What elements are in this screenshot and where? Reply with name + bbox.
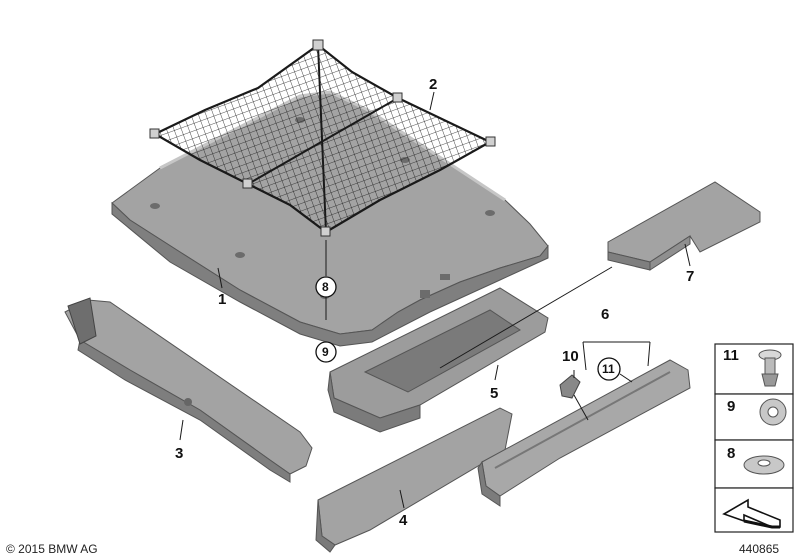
callout-labels: 1 2 3 4 5 6 7 10 xyxy=(175,76,694,529)
leader-lines xyxy=(179,91,691,509)
loading-sill-trim xyxy=(477,359,691,507)
callout-11-circled: 11 xyxy=(602,362,615,376)
push-rivet-icon xyxy=(758,349,782,387)
callout-10: 10 xyxy=(562,348,579,365)
circled-callouts: 8 9 11 xyxy=(315,276,621,381)
legend-label-11: 11 xyxy=(723,347,739,364)
legend-label-9: 9 xyxy=(727,398,735,415)
washer-clip-icon xyxy=(743,455,785,475)
callout-8-circled: 8 xyxy=(322,280,329,294)
callout-3: 3 xyxy=(175,445,183,462)
storage-pad xyxy=(607,181,761,271)
callout-6: 6 xyxy=(601,306,609,323)
clip-part xyxy=(559,374,581,399)
copyright-notice: © 2015 BMW AG xyxy=(6,542,98,556)
callout-2: 2 xyxy=(429,76,437,93)
legend-label-8: 8 xyxy=(727,445,735,462)
side-bracket xyxy=(64,297,313,483)
clip-nut-icon xyxy=(759,398,787,426)
fastener-legend: 11 9 8 xyxy=(714,343,794,533)
callout-4: 4 xyxy=(399,512,408,529)
storage-tray xyxy=(327,287,549,433)
luggage-net xyxy=(149,39,496,237)
callout-7: 7 xyxy=(686,268,694,285)
direction-arrow-icon xyxy=(722,498,781,529)
sill-cover xyxy=(315,407,513,553)
diagram-id: 440865 xyxy=(739,542,780,556)
callout-9-circled: 9 xyxy=(322,345,329,359)
callout-5: 5 xyxy=(490,385,498,402)
callout-1: 1 xyxy=(218,291,226,308)
